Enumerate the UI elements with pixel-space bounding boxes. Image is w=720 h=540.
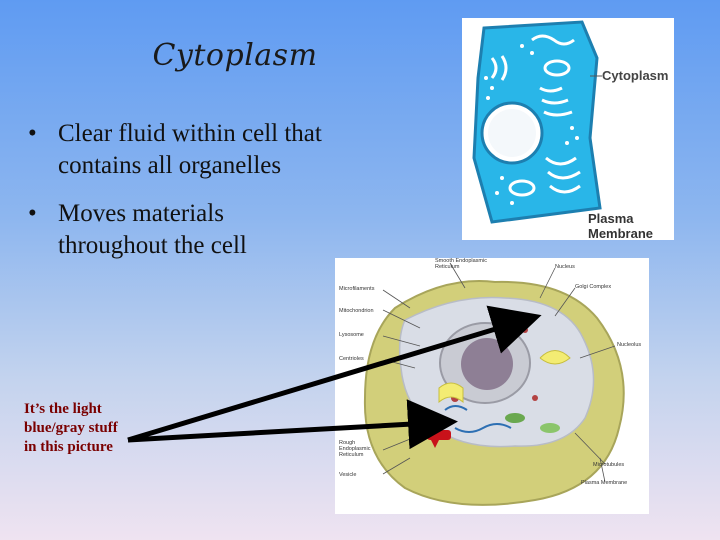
animal-cell-svg: Smooth Endoplasmic Reticulum Nucleus Mic… <box>339 258 641 506</box>
label-golgi: Golgi Complex <box>575 284 611 290</box>
label-rough-er-2: Endoplasmic <box>339 446 371 452</box>
bullet-list: • Clear fluid within cell that contains … <box>28 118 328 278</box>
label-smooth-er-2: Reticulum <box>435 264 460 270</box>
label-plasma-membrane: Plasma Membrane <box>581 480 627 486</box>
nucleus-shape <box>461 338 513 390</box>
bullet-text: Moves materials throughout the cell <box>58 200 247 259</box>
bullet-item: • Moves materials throughout the cell <box>28 198 328 262</box>
label-microfilaments: Microfilaments <box>339 286 375 292</box>
picture-note: It’s the light blue/gray stuff in this p… <box>24 401 118 455</box>
animal-cell-diagram: Smooth Endoplasmic Reticulum Nucleus Mic… <box>335 258 649 514</box>
label-lysosome: Lysosome <box>339 332 364 338</box>
label-microtubules: Microtubules <box>593 462 624 468</box>
bullet-marker: • <box>28 120 37 147</box>
label-nucleolus: Nucleolus <box>617 342 641 348</box>
label-smooth-er-1: Smooth Endoplasmic <box>435 258 487 264</box>
label-rough-er-1: Rough <box>339 440 355 446</box>
bullet-marker: • <box>28 200 37 227</box>
cytoplasm-diagram-svg: Cytoplasm Plasma Membrane <box>472 20 668 241</box>
bullet-item: • Clear fluid within cell that contains … <box>28 118 328 182</box>
bullet-text: Clear fluid within cell that contains al… <box>58 120 322 179</box>
slide-title: Cytoplasm <box>152 38 318 73</box>
label-nucleus: Nucleus <box>555 264 575 270</box>
label-mitochondrion: Mitochondrion <box>339 308 374 314</box>
label-plasma: Plasma <box>588 211 634 226</box>
label-vesicle: Vesicle <box>339 472 356 478</box>
label-centrioles: Centrioles <box>339 356 364 362</box>
label-membrane: Membrane <box>588 226 653 240</box>
cytoplasm-diagram: Cytoplasm Plasma Membrane <box>462 18 674 241</box>
label-rough-er-3: Reticulum <box>339 452 364 458</box>
label-cytoplasm: Cytoplasm <box>602 68 668 83</box>
rough-er-shape <box>427 430 451 440</box>
